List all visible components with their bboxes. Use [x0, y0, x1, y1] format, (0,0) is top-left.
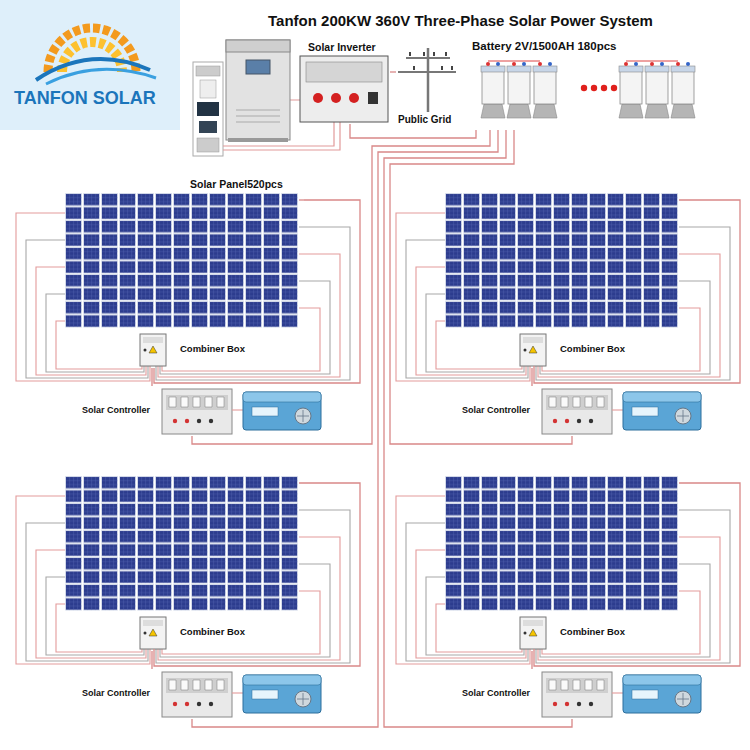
wire-connector — [390, 130, 572, 444]
cabinet-top — [226, 40, 290, 52]
node-label: Solar Inverter — [308, 41, 376, 54]
battery-cell — [645, 62, 669, 118]
node-label: Solar Controller — [82, 405, 150, 416]
ellipsis-dot — [601, 85, 607, 91]
dc-wire — [299, 199, 304, 200]
washer — [197, 138, 219, 152]
solar-controller: Solar Controller — [82, 669, 324, 719]
dc-wire — [534, 200, 740, 383]
node-label: Combiner Box — [560, 343, 625, 354]
pole-crossbar — [398, 58, 456, 72]
wire-connector — [151, 651, 152, 669]
ellipsis-dot — [611, 85, 617, 91]
ellipsis-dot — [581, 85, 587, 91]
battery-cell — [481, 62, 505, 118]
dc-wire — [534, 483, 740, 666]
inverter-housing — [300, 56, 388, 122]
combiner-box: Combiner Box — [518, 332, 628, 368]
battery-cell — [507, 62, 531, 118]
logo-text: TANFON SOLAR — [14, 88, 156, 110]
ellipsis-dot — [591, 85, 597, 91]
solar-controller: Solar Controller — [462, 669, 704, 719]
node-label: Battery 2V/1500AH 180pcs — [472, 40, 616, 54]
cabinet-base — [228, 138, 288, 142]
switch — [368, 92, 378, 104]
cabinet-display — [246, 60, 270, 74]
wire-connector — [390, 71, 396, 72]
breaker — [313, 93, 323, 103]
wire-connector — [151, 368, 152, 386]
wire-connector — [531, 368, 532, 386]
solar-controller: Solar Controller — [82, 386, 324, 436]
television — [197, 102, 219, 116]
breaker — [349, 93, 359, 103]
array-quadrant — [396, 193, 730, 434]
insulator — [410, 52, 452, 70]
combiner-box: Combiner Box — [138, 615, 248, 651]
diagram-title: Tanfon 200KW 360V Three-Phase Solar Powe… — [268, 12, 653, 30]
wire-connector — [154, 200, 360, 383]
array-quadrant — [16, 476, 350, 717]
node-label: Solar Controller — [462, 688, 530, 699]
battery-cell — [619, 62, 643, 118]
node-label: Solar Panel520pcs — [190, 178, 283, 191]
cabinet-vent — [236, 110, 280, 122]
array-quadrant — [16, 193, 350, 434]
wire-connector — [384, 130, 572, 727]
battery-link — [488, 61, 678, 62]
combiner-box: Combiner Box — [518, 615, 628, 651]
logo-swoosh — [46, 69, 156, 84]
air-conditioner — [196, 66, 220, 76]
inverter-box: Solar Inverter — [296, 40, 390, 124]
loads-frame — [193, 62, 223, 156]
sun-rays — [62, 42, 122, 72]
combiner-box: Combiner Box — [138, 332, 248, 368]
grid-pole: Public Grid — [396, 44, 458, 128]
wire-connector — [350, 124, 476, 138]
node-label: Combiner Box — [180, 343, 245, 354]
array-quadrant — [396, 476, 730, 717]
wire-connector — [192, 130, 490, 444]
wire-connector — [192, 130, 498, 727]
node-label: Combiner Box — [180, 626, 245, 637]
battery-cell — [533, 62, 557, 118]
battery-bank: Battery 2V/1500AH 180pcs — [468, 38, 730, 130]
fridge — [200, 80, 216, 98]
logo-ground — [0, 0, 180, 130]
breaker — [331, 93, 341, 103]
dc-wire — [154, 483, 360, 666]
node-label: Public Grid — [398, 114, 451, 126]
battery-cell — [671, 62, 695, 118]
solar-array: Solar Panel520pcs — [62, 178, 304, 330]
solar-controller: Solar Controller — [462, 386, 704, 436]
inverter-panel — [306, 62, 382, 82]
node-label: Solar Controller — [462, 405, 530, 416]
computer — [199, 121, 217, 133]
inverter-cabinet — [226, 40, 290, 140]
node-label: Solar Controller — [82, 688, 150, 699]
node-label: Combiner Box — [560, 626, 625, 637]
wire-connector — [531, 651, 532, 669]
